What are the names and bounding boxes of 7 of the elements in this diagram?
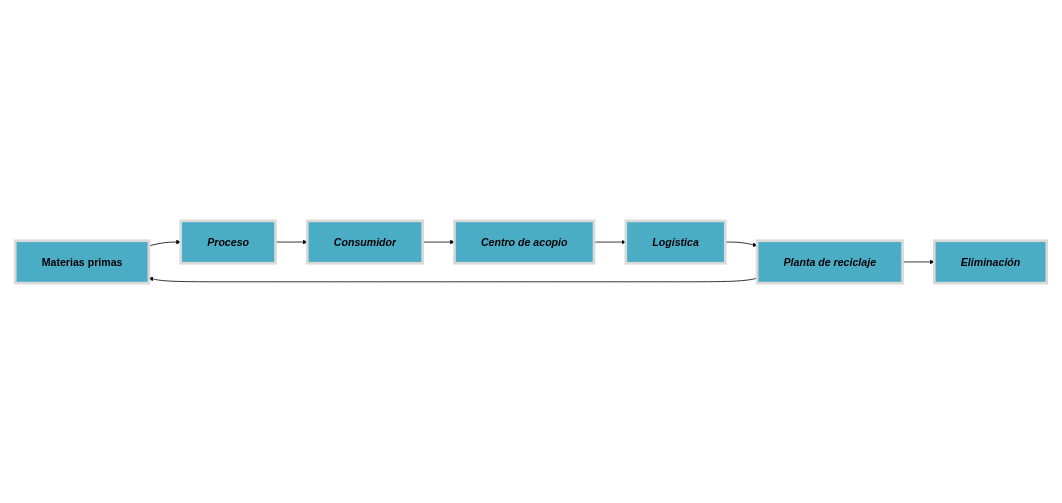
node-box: Proceso xyxy=(179,219,277,265)
node-box: Planta de reciclaje xyxy=(755,238,904,284)
node-box: Eliminación xyxy=(933,238,1049,284)
node-box: Materias primas xyxy=(13,238,151,284)
node-box: Consumidor xyxy=(305,219,424,265)
node-box: Logística xyxy=(624,219,727,265)
node-box: Centro de acopio xyxy=(453,219,596,265)
